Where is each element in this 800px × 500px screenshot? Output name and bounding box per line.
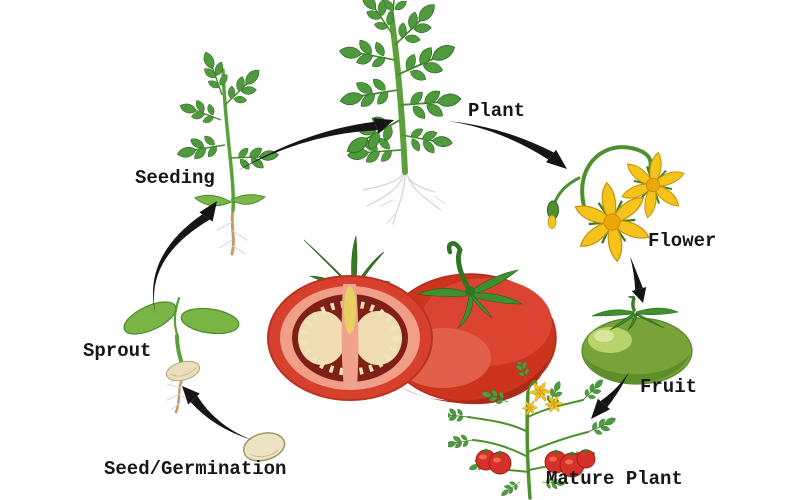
half-tomato	[267, 235, 433, 401]
tomato-center-illustration	[267, 235, 557, 405]
label-fruit: Fruit	[640, 376, 698, 398]
seeding-cotyledons	[194, 194, 267, 207]
label-mature-plant: Mature Plant	[546, 468, 683, 490]
sprout-root	[166, 376, 194, 414]
whole-tomato	[383, 241, 557, 405]
flower-bud	[547, 200, 559, 229]
seed-illustration	[243, 432, 286, 462]
whole-tomato-calyx	[416, 241, 524, 329]
sprout-shoot	[173, 296, 181, 336]
seeding-illustration	[145, 50, 300, 256]
mature-plant-illustration	[448, 362, 623, 500]
sprout-cotyledons	[123, 301, 240, 335]
seeding-root	[216, 208, 248, 256]
plant-stem	[388, 11, 408, 175]
label-seeding: Seeding	[135, 167, 215, 189]
plant-illustration	[305, 0, 515, 225]
flower-illustration	[547, 138, 703, 270]
sprout-stem	[175, 334, 184, 366]
label-plant: Plant	[468, 100, 526, 122]
seeding-foliage	[176, 50, 281, 178]
mature-plant-tomatoes	[475, 448, 596, 478]
sprout-seed-husk	[165, 360, 201, 382]
label-seed-germination: Seed/Germination	[104, 458, 287, 480]
label-sprout: Sprout	[83, 340, 152, 362]
label-flower: Flower	[648, 230, 717, 252]
fruit-calyx	[591, 296, 679, 331]
plant-roots	[362, 169, 446, 225]
